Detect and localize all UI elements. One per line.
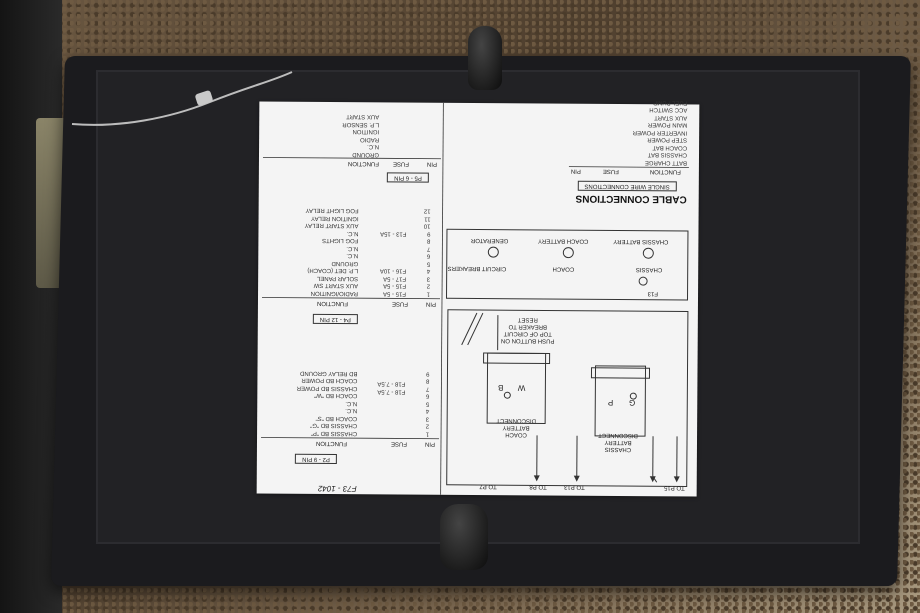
top-knob bbox=[468, 26, 502, 90]
upside-down-content: CABLE CONNECTIONS SINGLE WIRE CONNECTION… bbox=[257, 99, 700, 496]
bottom-knob bbox=[440, 504, 488, 570]
wiring-diagram bbox=[446, 309, 689, 487]
table-rules bbox=[261, 102, 689, 495]
wiring-label-sheet: CABLE CONNECTIONS SINGLE WIRE CONNECTION… bbox=[256, 99, 700, 497]
black-cabinet-edge bbox=[0, 0, 62, 613]
terminal-circles bbox=[487, 246, 654, 286]
